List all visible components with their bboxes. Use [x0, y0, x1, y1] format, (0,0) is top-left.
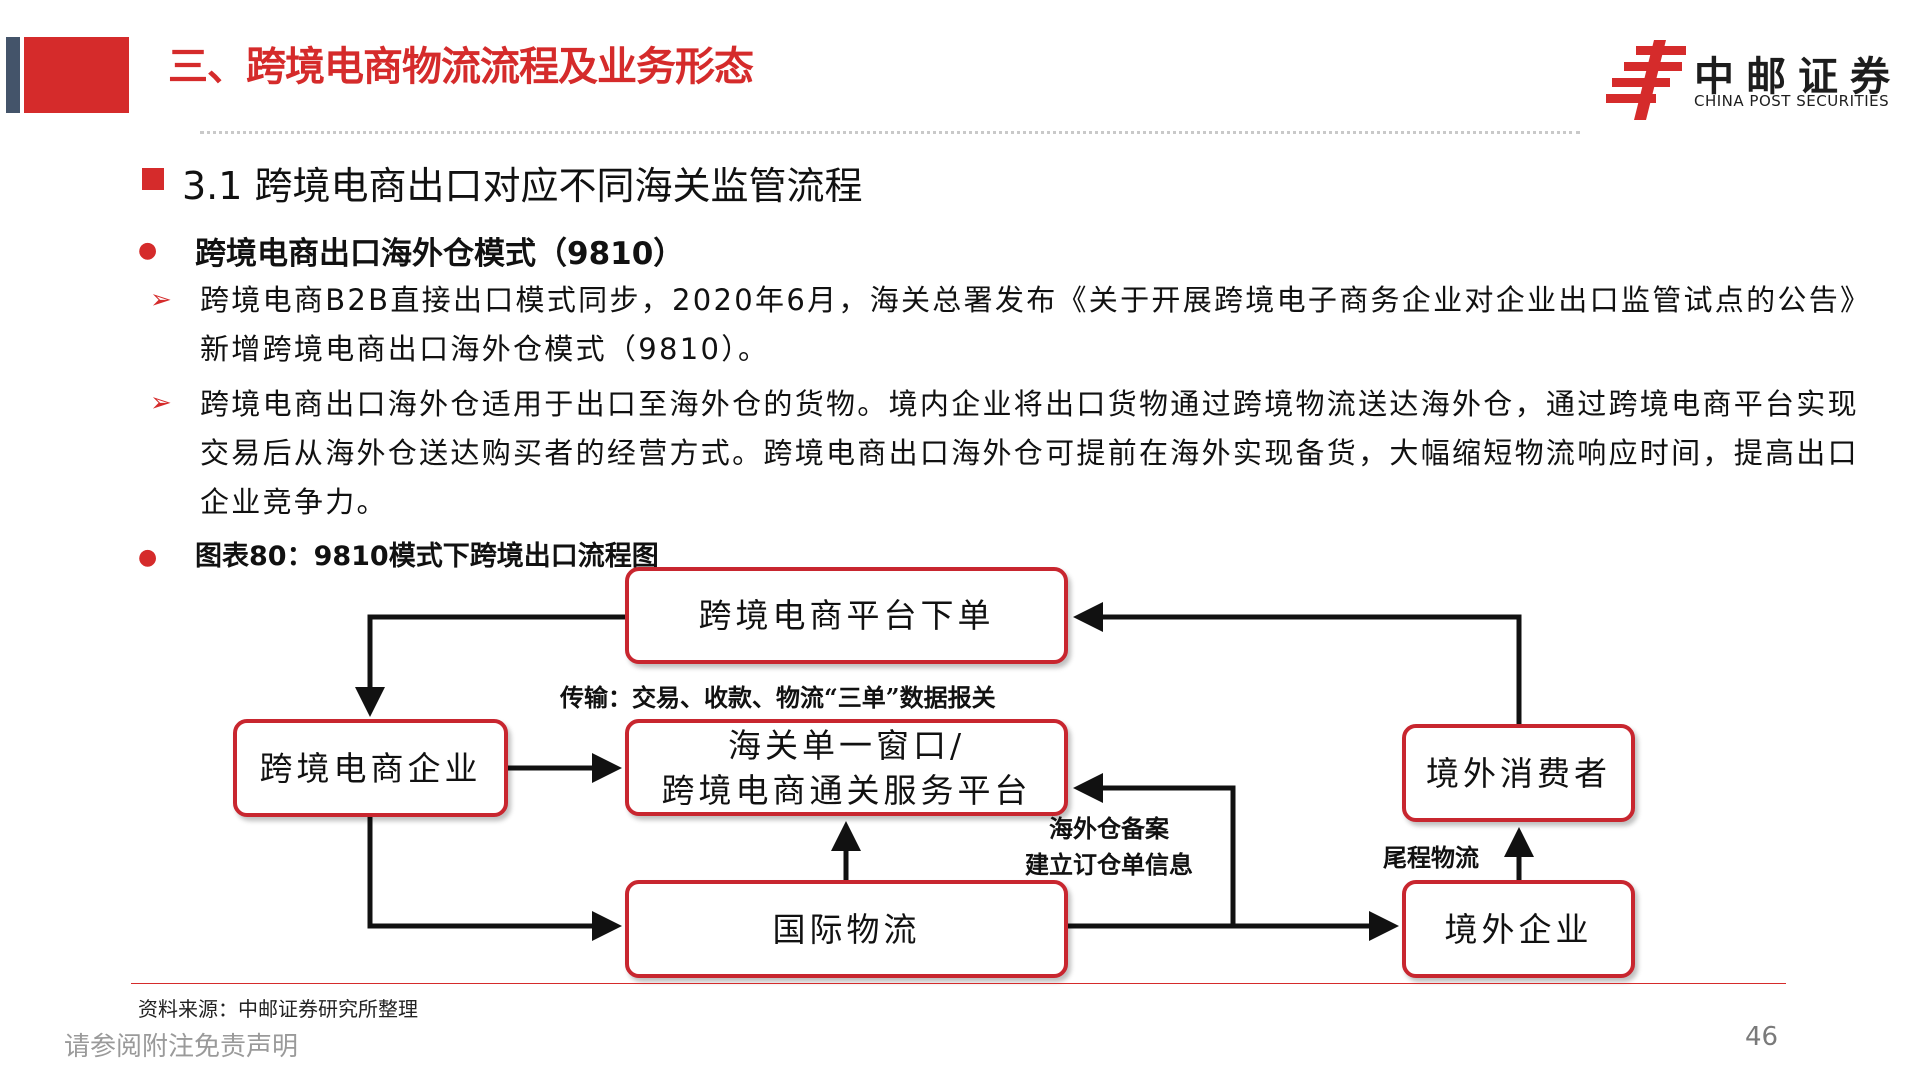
- slide-title: 三、跨境电商物流流程及业务形态: [168, 44, 754, 90]
- node-customs-window: 海关单一窗口/ 跨境电商通关服务平台: [625, 719, 1068, 816]
- node-overseas-consumer: 境外消费者: [1402, 724, 1635, 822]
- filing-line-1: 海外仓备案: [1049, 814, 1169, 843]
- arrow-consumer-to-platform: [1073, 602, 1522, 724]
- node-platform-order: 跨境电商平台下单: [625, 567, 1068, 664]
- arrow-bullet-icon: ➢: [150, 388, 172, 418]
- logo-text-en: CHINA POST SECURITIES: [1694, 92, 1890, 110]
- arrow-platform-to-enterprise: [355, 614, 625, 717]
- paragraph-2: 跨境电商出口海外仓适用于出口至海外仓的货物。境内企业将出口货物通过跨境物流送达海…: [200, 387, 1859, 519]
- arrow-enterprise-to-logistics: [367, 817, 622, 941]
- arrow-bullet-icon: ➢: [150, 285, 172, 315]
- bullet-dot-icon: ●: [138, 238, 158, 263]
- customs-line-1: 海关单一窗口/: [727, 725, 966, 765]
- header-accent-bar: [6, 37, 20, 113]
- customs-line-2: 跨境电商通关服务平台: [661, 770, 1032, 810]
- section-square-icon: [142, 168, 164, 190]
- bullet-dot-icon: ●: [138, 545, 158, 570]
- paragraph-1: 跨境电商B2B直接出口模式同步，2020年6月，海关总署发布《关于开展跨境电子商…: [200, 283, 1857, 366]
- arrow-filing-to-customs: [1073, 773, 1236, 926]
- label-tail-logistics: 尾程物流: [1383, 843, 1479, 872]
- source-note: 资料来源：中邮证券研究所整理: [138, 997, 418, 1021]
- figure-title: 图表80：9810模式下跨境出口流程图: [195, 541, 659, 572]
- node-ecommerce-enterprise: 跨境电商企业: [233, 719, 508, 817]
- section-title: 3.1 跨境电商出口对应不同海关监管流程: [182, 164, 863, 208]
- mode-title: 跨境电商出口海外仓模式（9810）: [195, 236, 685, 272]
- label-transmit: 传输：交易、收款、物流“三单”数据报关: [560, 683, 996, 712]
- node-international-logistics: 国际物流: [625, 880, 1068, 978]
- source-divider: [131, 983, 1786, 984]
- label-filing: 海外仓备案 建立订仓单信息: [1025, 811, 1193, 883]
- filing-line-2: 建立订仓单信息: [1025, 850, 1193, 879]
- title-divider: [200, 131, 1580, 134]
- header-red-block: [24, 37, 129, 113]
- disclaimer: 请参阅附注免责声明: [64, 1032, 299, 1062]
- logo-text-cn: 中邮证券: [1694, 54, 1902, 100]
- node-overseas-enterprise: 境外企业: [1402, 880, 1635, 978]
- page-number: 46: [1745, 1022, 1779, 1052]
- china-post-logo-icon: [1606, 40, 1686, 120]
